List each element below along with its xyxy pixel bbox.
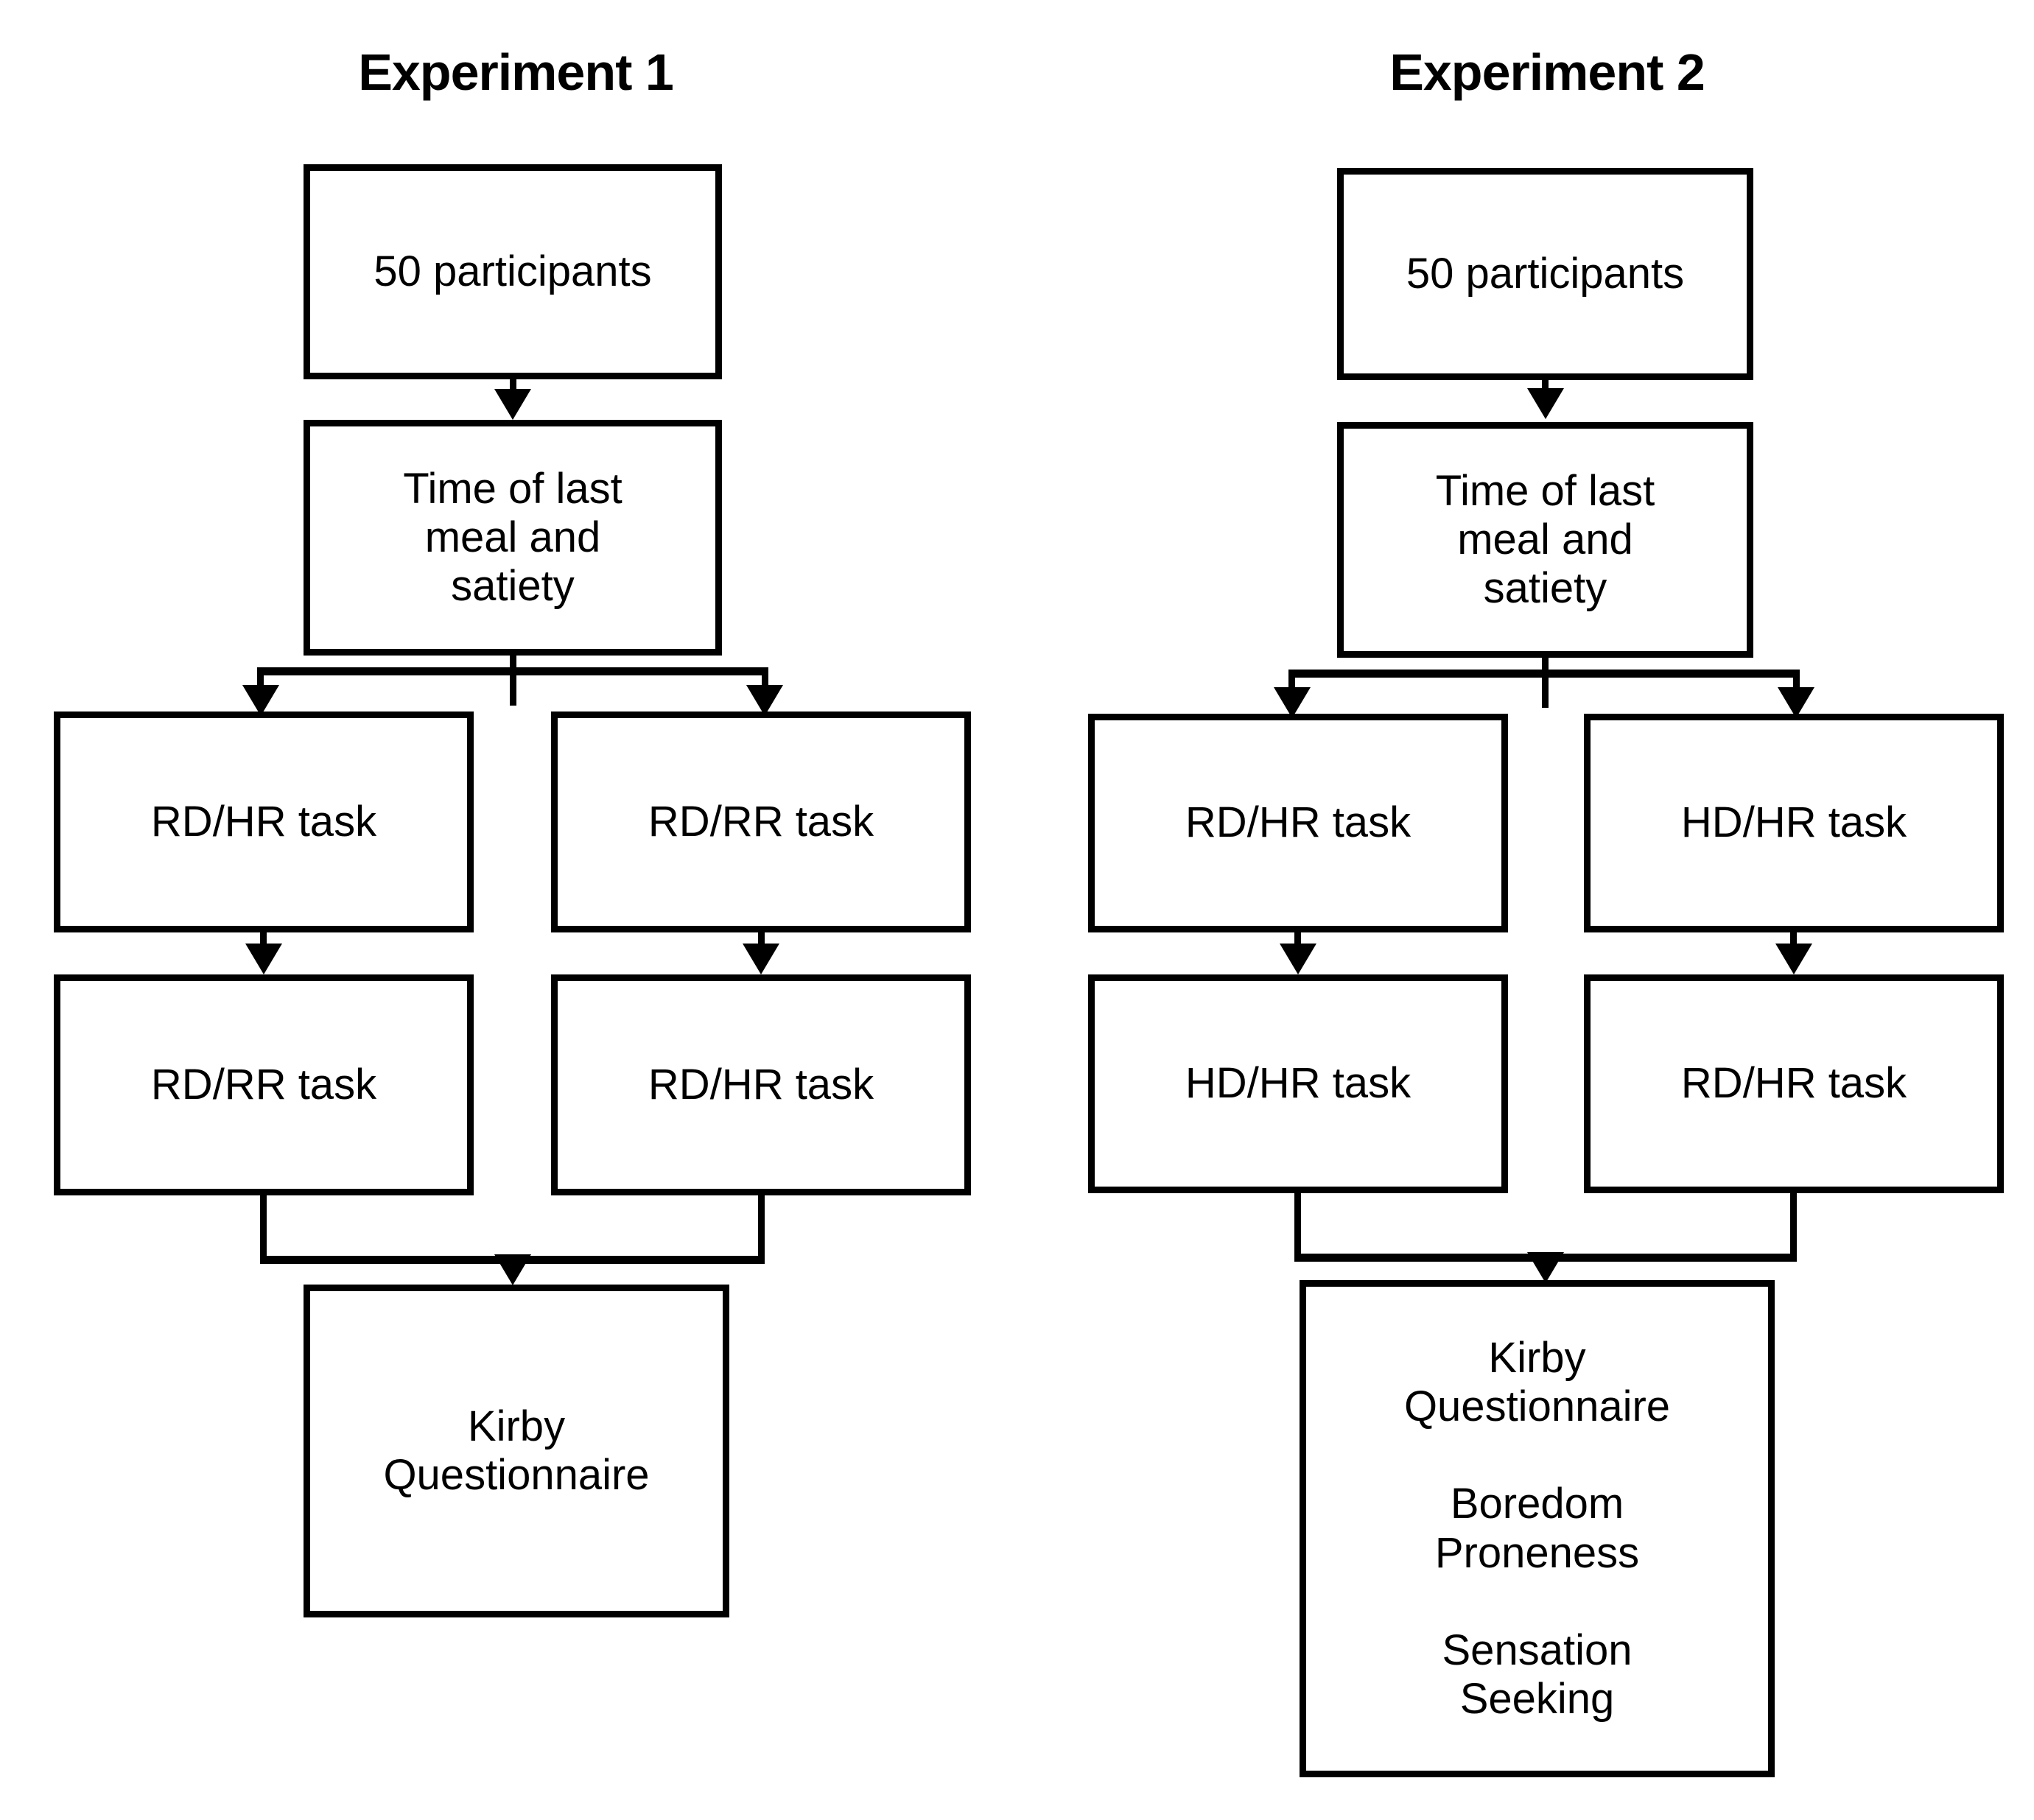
arrowhead-e1-split-right <box>746 685 783 716</box>
connector-e1-merge-left-drop <box>260 1193 267 1263</box>
connector-e2-screening-split-bar <box>1288 670 1800 678</box>
connector-e1-screening-stem <box>510 653 516 706</box>
connector-e1-right-1-to-2 <box>758 930 765 954</box>
connector-e1-participants-to-screening <box>510 377 516 399</box>
arrowhead-e2-split-right <box>1778 687 1814 718</box>
experiment-1-task-left-1-box: RD/HR task <box>54 712 474 932</box>
arrowhead-e1-participants-to-screening <box>494 389 531 420</box>
experiment-1-title: Experiment 1 <box>358 43 674 101</box>
connector-e1-split-left-drop <box>257 667 264 694</box>
experiment-2-task-left-1-box: RD/HR task <box>1088 714 1508 932</box>
arrowhead-e1-split-left <box>242 685 279 716</box>
arrowhead-e2-participants-to-screening <box>1527 388 1564 419</box>
arrowhead-e1-right-1-to-2 <box>743 944 779 974</box>
connector-e2-split-left-drop <box>1288 670 1295 696</box>
experiment-2-screening-box: Time of last meal and satiety <box>1337 422 1753 658</box>
connector-e2-merge-right-drop <box>1790 1191 1797 1261</box>
experiment-2-title: Experiment 2 <box>1389 43 1705 101</box>
connector-e1-merge-right-drop <box>758 1193 765 1263</box>
connector-e1-left-1-to-2 <box>260 930 267 954</box>
experiment-1-screening-box: Time of last meal and satiety <box>304 420 722 656</box>
connector-e1-split-right-drop <box>762 667 768 694</box>
connector-e2-split-right-drop <box>1793 670 1800 696</box>
connector-e2-right-1-to-2 <box>1790 930 1797 954</box>
connector-e2-merge-left-drop <box>1294 1191 1301 1261</box>
experiment-2-task-left-2-box: HD/HR task <box>1088 974 1508 1193</box>
connector-e2-left-1-to-2 <box>1294 930 1301 954</box>
arrowhead-e2-right-1-to-2 <box>1775 944 1812 974</box>
arrowhead-e2-merge-to-final <box>1527 1252 1564 1283</box>
experiment-1-participants-box: 50 participants <box>304 164 722 379</box>
experiment-1-task-left-2-box: RD/RR task <box>54 974 474 1195</box>
arrowhead-e2-left-1-to-2 <box>1280 944 1316 974</box>
experiment-1-task-right-2-box: RD/HR task <box>551 974 971 1195</box>
experiment-1-final-box: Kirby Questionnaire <box>304 1285 729 1617</box>
arrowhead-e1-left-1-to-2 <box>245 944 282 974</box>
experiment-2-task-right-2-box: RD/HR task <box>1584 974 2004 1193</box>
experiment-2-task-right-1-box: HD/HR task <box>1584 714 2004 932</box>
arrowhead-e1-merge-to-final <box>494 1254 531 1285</box>
connector-e1-screening-split-bar <box>257 667 768 675</box>
experiment-1-task-right-1-box: RD/RR task <box>551 712 971 932</box>
arrowhead-e2-split-left <box>1274 687 1311 718</box>
connector-e2-screening-stem <box>1542 655 1549 708</box>
experiment-2-final-box: Kirby Questionnaire Boredom Proneness Se… <box>1300 1280 1775 1777</box>
experiment-2-participants-box: 50 participants <box>1337 168 1753 380</box>
